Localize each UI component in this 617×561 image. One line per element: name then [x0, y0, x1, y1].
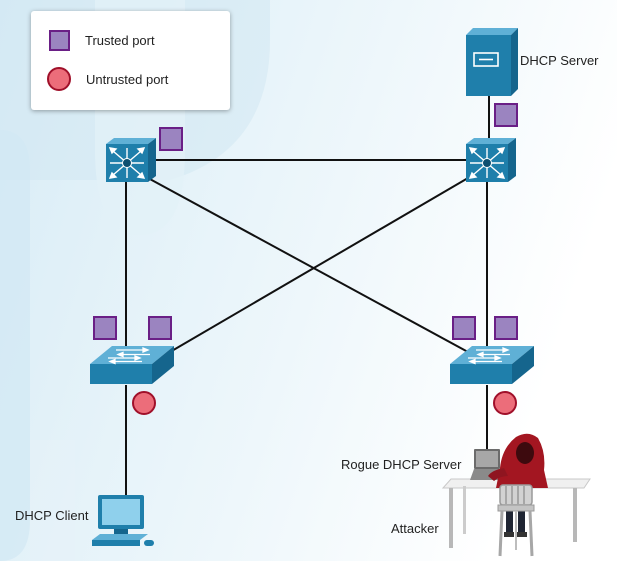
switch-icon	[450, 346, 534, 384]
rogue-dhcp-server-label: Rogue DHCP Server	[341, 457, 462, 472]
multilayer-switch-icon	[466, 138, 516, 182]
multilayer-switch-icon	[106, 138, 156, 182]
attacker-scene	[441, 433, 591, 557]
trusted-port-icon	[494, 316, 518, 340]
trusted-port-icon	[49, 30, 70, 51]
link-left-core-to-right-access	[147, 177, 469, 353]
server-icon	[466, 28, 518, 96]
switch-icon	[90, 346, 174, 384]
trusted-port-icon	[159, 127, 183, 151]
legend: Trusted port Untrusted port	[31, 11, 230, 110]
legend-untrusted-label: Untrusted port	[86, 71, 169, 87]
trusted-port-icon	[494, 103, 518, 127]
pc-icon	[92, 495, 154, 546]
chair-icon	[497, 484, 535, 557]
dhcp-server-label: DHCP Server	[520, 53, 599, 68]
legend-trusted-label: Trusted port	[85, 33, 155, 48]
trusted-port-icon	[148, 316, 172, 340]
legend-trusted: Trusted port	[49, 30, 155, 51]
untrusted-port-icon	[132, 391, 156, 415]
dhcp-client-label: DHCP Client	[15, 508, 89, 523]
attacker-label: Attacker	[391, 521, 439, 536]
untrusted-port-icon	[493, 391, 517, 415]
trusted-port-icon	[93, 316, 117, 340]
link-right-core-to-left-access	[169, 177, 469, 353]
hooded-person-icon	[488, 433, 548, 537]
links	[125, 95, 490, 495]
legend-untrusted: Untrusted port	[47, 67, 168, 91]
trusted-port-icon	[452, 316, 476, 340]
untrusted-port-icon	[47, 67, 71, 91]
